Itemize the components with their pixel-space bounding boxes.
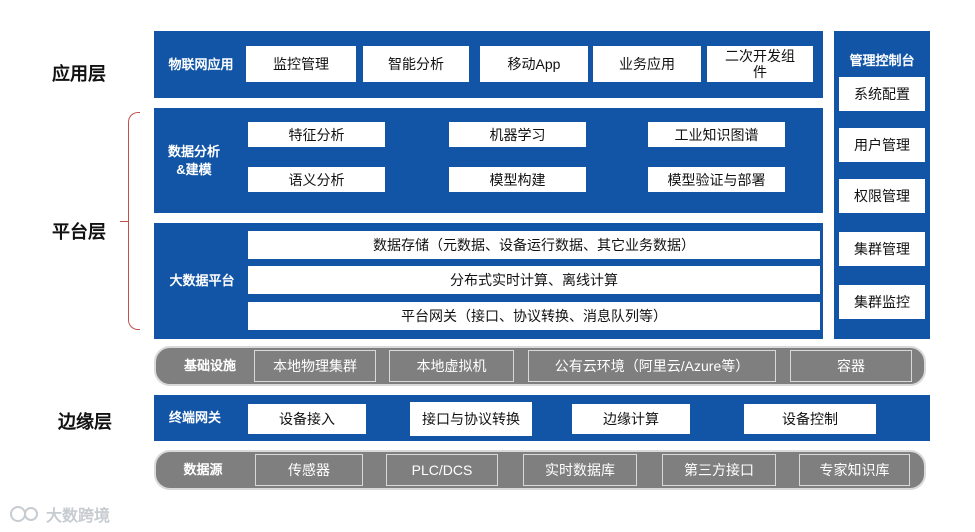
infra-row-title: 基础设施 xyxy=(183,358,236,373)
app-row: 物联网应用 监控管理 智能分析 移动App 业务应用 二次开发组件 xyxy=(154,31,823,98)
app-item-mobile-app[interactable]: 移动App xyxy=(480,46,588,82)
bigdata-row: 大数据平台 数据存储（元数据、设备运行数据、其它业务数据） 分布式实时计算、离线… xyxy=(154,223,823,339)
gateway-item-device-access[interactable]: 设备接入 xyxy=(248,404,366,434)
datasource-item-realtime-db[interactable]: 实时数据库 xyxy=(523,454,637,486)
console-item-system-config[interactable]: 系统配置 xyxy=(839,77,925,111)
analysis-item-model-deploy[interactable]: 模型验证与部署 xyxy=(648,167,785,192)
bigdata-item-storage[interactable]: 数据存储（元数据、设备运行数据、其它业务数据） xyxy=(248,231,820,259)
analysis-row-title: 数据分析&建模 xyxy=(167,143,220,177)
bigdata-item-gateway[interactable]: 平台网关（接口、协议转换、消息队列等） xyxy=(248,302,820,330)
analysis-item-semantic[interactable]: 语义分析 xyxy=(248,167,385,192)
app-row-title: 物联网应用 xyxy=(168,56,234,72)
layer-label-application: 应用层 xyxy=(52,64,106,84)
platform-bracket xyxy=(128,112,140,330)
gateway-row: 终端网关 设备接入 接口与协议转换 边缘计算 设备控制 xyxy=(154,395,930,441)
console-item-cluster-monitor[interactable]: 集群监控 xyxy=(839,285,925,319)
app-item-business[interactable]: 业务应用 xyxy=(593,46,701,82)
gateway-item-device-control[interactable]: 设备控制 xyxy=(744,404,876,434)
analysis-item-model-build[interactable]: 模型构建 xyxy=(449,167,586,192)
console-item-user-mgmt[interactable]: 用户管理 xyxy=(839,128,925,162)
console-title: 管理控制台 xyxy=(849,53,915,68)
datasource-item-sensor[interactable]: 传感器 xyxy=(255,454,363,486)
console-panel: 管理控制台 系统配置 用户管理 权限管理 集群管理 集群监控 xyxy=(834,31,930,339)
console-item-permission-mgmt[interactable]: 权限管理 xyxy=(839,179,925,213)
layer-label-edge: 边缘层 xyxy=(58,412,112,432)
bigdata-row-title: 大数据平台 xyxy=(169,273,235,288)
datasource-row-title: 数据源 xyxy=(183,462,223,477)
app-item-monitoring[interactable]: 监控管理 xyxy=(246,46,356,82)
infra-item-vm[interactable]: 本地虚拟机 xyxy=(389,350,514,382)
datasource-item-third-party[interactable]: 第三方接口 xyxy=(662,454,776,486)
infra-row: 基础设施 本地物理集群 本地虚拟机 公有云环境（阿里云/Azure等） 容器 xyxy=(154,346,926,386)
datasource-row: 数据源 传感器 PLC/DCS 实时数据库 第三方接口 专家知识库 xyxy=(154,450,926,490)
analysis-item-ml[interactable]: 机器学习 xyxy=(449,122,586,147)
analysis-row: 数据分析&建模 特征分析 机器学习 工业知识图谱 语义分析 模型构建 模型验证与… xyxy=(154,108,823,213)
watermark-text: 大数跨境 xyxy=(46,508,111,525)
analysis-item-knowledge-graph[interactable]: 工业知识图谱 xyxy=(648,122,785,147)
platform-bracket-tick xyxy=(120,221,129,222)
bigdata-item-compute[interactable]: 分布式实时计算、离线计算 xyxy=(248,266,820,294)
infra-item-public-cloud[interactable]: 公有云环境（阿里云/Azure等） xyxy=(528,350,776,382)
datasource-item-expert-kb[interactable]: 专家知识库 xyxy=(799,454,910,486)
console-item-cluster-mgmt[interactable]: 集群管理 xyxy=(839,232,925,266)
watermark-icon xyxy=(10,506,38,522)
analysis-item-feature[interactable]: 特征分析 xyxy=(248,122,385,147)
layer-label-platform: 平台层 xyxy=(52,222,106,242)
app-item-smart-analysis[interactable]: 智能分析 xyxy=(363,46,469,82)
infra-item-physical-cluster[interactable]: 本地物理集群 xyxy=(254,350,376,382)
app-item-secondary-dev[interactable]: 二次开发组件 xyxy=(707,46,813,82)
gateway-row-title: 终端网关 xyxy=(168,410,221,425)
infra-item-container[interactable]: 容器 xyxy=(790,350,912,382)
watermark-logo: 大数跨境 xyxy=(8,500,158,528)
gateway-item-edge-compute[interactable]: 边缘计算 xyxy=(572,404,690,434)
gateway-item-protocol[interactable]: 接口与协议转换 xyxy=(410,402,532,436)
datasource-item-plc-dcs[interactable]: PLC/DCS xyxy=(386,454,498,486)
